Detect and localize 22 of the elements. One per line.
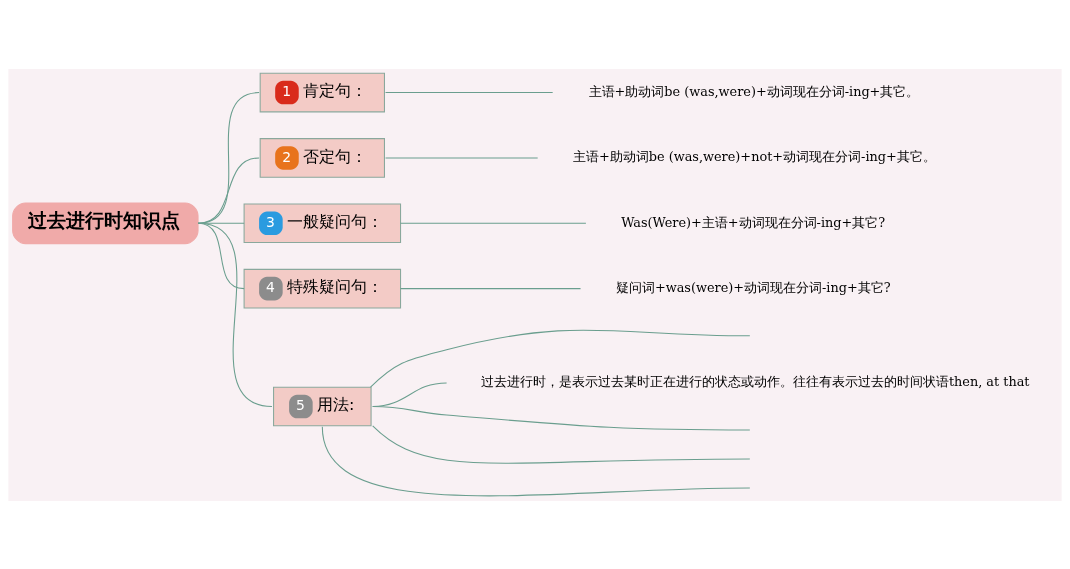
node-box: 1 肯定句： bbox=[259, 72, 385, 112]
connector bbox=[372, 405, 751, 431]
connector bbox=[372, 424, 751, 464]
connector bbox=[197, 156, 260, 224]
connector bbox=[321, 425, 751, 496]
connector bbox=[400, 222, 587, 224]
node-text: Was(Were)+主语+动词现在分词-ing+其它? bbox=[621, 214, 886, 230]
node-text: 过去进行时，是表示过去某时正在进行的状态或动作。往往有表示过去的时间状语then, at that bbox=[480, 373, 1030, 389]
node-box: 过去进行时知识点 bbox=[12, 201, 199, 244]
connector bbox=[385, 91, 554, 93]
node-text: 主语+助动词be (was,were)+动词现在分词-ing+其它。 bbox=[588, 83, 920, 99]
connector bbox=[400, 287, 582, 289]
node-text: 主语+助动词be (was,were)+not+动词现在分词-ing+其它。 bbox=[573, 148, 936, 164]
node-box: 2 否定句： bbox=[259, 137, 385, 178]
node-box: 3 一般疑问句： bbox=[243, 202, 402, 243]
node-text: 疑问词+was(were)+动词现在分词-ing+其它? bbox=[615, 279, 891, 295]
node-box: 4 特殊疑问句： bbox=[243, 268, 402, 308]
node-box: 5 用法: bbox=[273, 386, 372, 426]
connector bbox=[197, 91, 260, 224]
connector bbox=[385, 156, 539, 158]
connector bbox=[370, 329, 751, 388]
connector bbox=[197, 222, 273, 407]
